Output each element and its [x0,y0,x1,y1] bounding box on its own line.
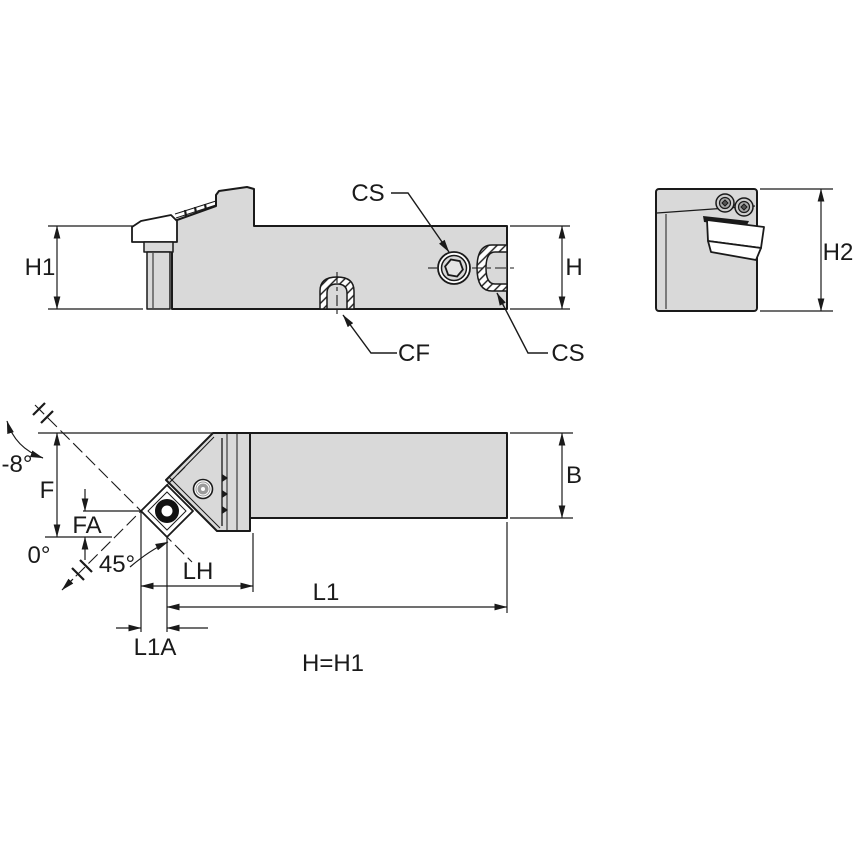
callout-clamp-screw-label: CS [351,180,384,207]
end-insert-bottom [707,240,762,261]
screw-socket-icon [721,199,729,207]
dim-f: F [40,432,61,538]
dim-h-label: H [565,254,582,281]
dim-h: H [510,225,583,310]
head-edge-inner-pocket [168,476,221,529]
shank [249,432,508,519]
serration-marks [222,474,228,514]
callout-clamp-screw: CS [351,180,450,253]
dim-fa-label: FA [72,512,101,539]
dim-b: B [510,432,582,519]
angle-inclination-label: 0° [28,542,51,569]
top-insert-inner-edge [147,491,187,531]
end-view: H2 [655,188,854,312]
angle-lead: 45° [99,541,169,578]
dim-l1a-label: L1A [134,634,177,661]
dim-h2-label: H2 [823,239,854,266]
dim-l1-label: L1 [313,579,340,606]
angle-back-rake-label: -8° [2,451,33,478]
side-insert-clamp [131,214,178,243]
callout-coolant-end: CS [496,292,585,367]
clamp-base-step [143,241,174,253]
hex-socket-icon [444,258,464,278]
screw-socket-icon [740,203,748,211]
dim-b-label: B [566,462,582,489]
head-clamp-lines [221,434,238,530]
dim-h1-label: H1 [25,254,56,281]
torx-screw [192,478,214,500]
front-post [146,251,171,310]
equivalence-note: H=H1 [302,650,364,677]
insert-hole-center [161,505,173,517]
angle-lead-label: 45° [99,551,135,578]
dim-h1: H1 [25,225,143,310]
insert-seat-serrations [174,200,217,219]
end-screw-right [734,197,754,217]
dim-lh-label: LH [183,558,214,585]
dim-fa: FA [72,489,102,560]
clamp-screw [437,251,471,285]
dim-f-label: F [40,477,55,504]
dim-h2: H2 [760,188,854,312]
end-screw-left [715,193,735,213]
centerline-inclination [62,466,186,590]
side-view: H1 H CS CF CS [25,180,585,367]
dim-l1a: L1A [116,624,208,661]
dim-l1: L1 [166,579,508,611]
top-view: -8° 0° 45° F FA LH L [2,402,582,677]
angle-back-rake: -8° [2,402,54,478]
callout-coolant-front: CF [342,314,430,367]
angle-inclination: 0° [28,542,93,591]
callout-coolant-end-label: CS [551,340,584,367]
dim-lh: LH [140,558,254,590]
callout-coolant-front-label: CF [398,340,430,367]
